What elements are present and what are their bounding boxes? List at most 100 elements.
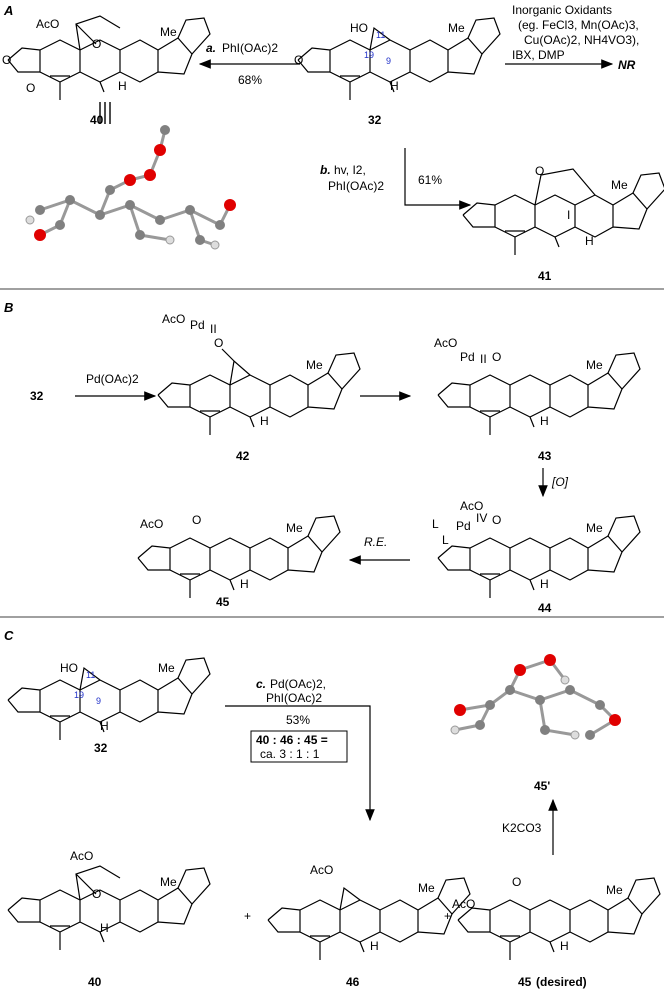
compound-label-45-prime: 45' [534, 779, 550, 793]
atom-label: Me [611, 178, 628, 192]
atom-label: Pd [190, 318, 205, 332]
reagent-label: c. [256, 677, 266, 691]
compound-label-41: 41 [538, 269, 552, 283]
oxidant-text: Cu(OAc)2, NH4VO3), [524, 33, 639, 47]
yield-text: 53% [286, 713, 310, 727]
atom-label: O [92, 887, 101, 901]
ratio-text: 40 : 46 : 45 = [256, 733, 328, 747]
reagent-label: a. [206, 41, 216, 55]
yield-text: 61% [418, 173, 442, 187]
atom-label: Me [160, 25, 177, 39]
plus-sign: + [444, 909, 451, 923]
reagent-text: Pd(OAc)2, [270, 677, 326, 691]
atom-label: H [370, 939, 379, 953]
structure-44: AcO L Pd IV L O Me H [432, 499, 641, 599]
locant-label: 11 [86, 670, 95, 680]
atom-label: Me [448, 21, 465, 35]
reagent-label: b. [320, 163, 331, 177]
atom-label: AcO [162, 312, 185, 326]
panel-label-b: B [4, 300, 13, 315]
atom-label: O [492, 350, 501, 364]
atom-label: O [2, 53, 11, 67]
structure-41: O Me I H [462, 164, 664, 256]
ratio-box [250, 730, 348, 763]
compound-label-44: 44 [538, 601, 552, 615]
structure-32-c: HO 11 19 9 Me H [7, 657, 211, 741]
atom-label: H [118, 79, 127, 93]
atom-label: O [512, 875, 521, 889]
atom-label: H [100, 719, 109, 733]
structure-45-c: AcO O Me H [452, 875, 661, 961]
atom-label: HO [60, 661, 78, 675]
atom-label: H [540, 577, 549, 591]
plus-sign: + [244, 909, 251, 923]
structure-32-a: HO 11 19 9 Me H O [294, 17, 501, 101]
atom-label: Me [606, 883, 623, 897]
atom-label: AcO [70, 849, 93, 863]
atom-label: AcO [452, 897, 475, 911]
compound-label-45: 45 [216, 595, 230, 609]
compound-label-42: 42 [236, 449, 250, 463]
atom-label: H [240, 577, 249, 591]
structure-42: AcO Pd II O Me H [157, 312, 361, 436]
structure-46: AcO Me H [267, 863, 471, 961]
structure-43: AcO Pd II O Me H [434, 336, 641, 436]
atom-label: O [214, 336, 223, 350]
atom-label: IV [476, 511, 487, 525]
reagent-text: K2CO3 [502, 821, 542, 835]
atom-label: H [560, 939, 569, 953]
atom-label: Me [306, 358, 323, 372]
compound-label-40: 40 [90, 113, 104, 127]
atom-label: Me [158, 661, 175, 675]
desired-label: (desired) [536, 975, 587, 989]
oxidant-text: (eg. FeCl3, Mn(OAc)3, [518, 18, 639, 32]
atom-label: AcO [36, 17, 59, 31]
atom-label: L [442, 533, 449, 547]
structure-40-c: AcO O Me H [7, 849, 211, 951]
reagent-text: R.E. [364, 535, 387, 549]
compound-label-40: 40 [88, 975, 102, 989]
atom-label: AcO [434, 336, 457, 350]
atom-label: L [432, 517, 439, 531]
atom-label: Pd [456, 519, 471, 533]
3d-model-45-prime [450, 654, 621, 740]
atom-label: Me [586, 521, 603, 535]
atom-label: O [492, 513, 501, 527]
atom-label: H [390, 79, 399, 93]
panel-label-c: C [4, 628, 14, 643]
atom-label: O [535, 164, 544, 178]
oxidant-text: Inorganic Oxidants [512, 3, 612, 17]
atom-label: Me [418, 881, 435, 895]
atom-label: II [210, 322, 217, 336]
structure-40-a: AcO O Me H O O [2, 15, 211, 101]
reagent-text: Pd(OAc)2 [86, 372, 139, 386]
atom-label: H [585, 234, 594, 248]
oxidant-text: IBX, DMP [512, 48, 565, 62]
atom-label: II [480, 352, 487, 366]
reagent-text: PhI(OAc)2 [266, 691, 322, 705]
ratio-text: ca. 3 : 1 : 1 [260, 747, 320, 761]
panel-label-a: A [3, 3, 13, 18]
atom-label: O [26, 81, 35, 95]
atom-label: H [260, 414, 269, 428]
reagent-text: hv, I2, [334, 163, 366, 177]
atom-label: AcO [140, 517, 163, 531]
atom-label: O [92, 37, 101, 51]
locant-label: 9 [386, 56, 391, 66]
atom-label: Me [160, 875, 177, 889]
atom-label: O [192, 513, 201, 527]
compound-label-32: 32 [30, 389, 44, 403]
compound-label-45: 45 [518, 975, 532, 989]
atom-label: H [540, 414, 549, 428]
atom-label: I [567, 208, 570, 222]
yield-text: 68% [238, 73, 262, 87]
reagent-text: [O] [551, 475, 569, 489]
equivalence-mark [99, 102, 111, 124]
locant-label: 11 [376, 30, 385, 40]
compound-label-32: 32 [94, 741, 108, 755]
atom-label: Me [286, 521, 303, 535]
atom-label: AcO [310, 863, 333, 877]
atom-label: O [294, 53, 303, 67]
locant-label: 9 [96, 696, 101, 706]
